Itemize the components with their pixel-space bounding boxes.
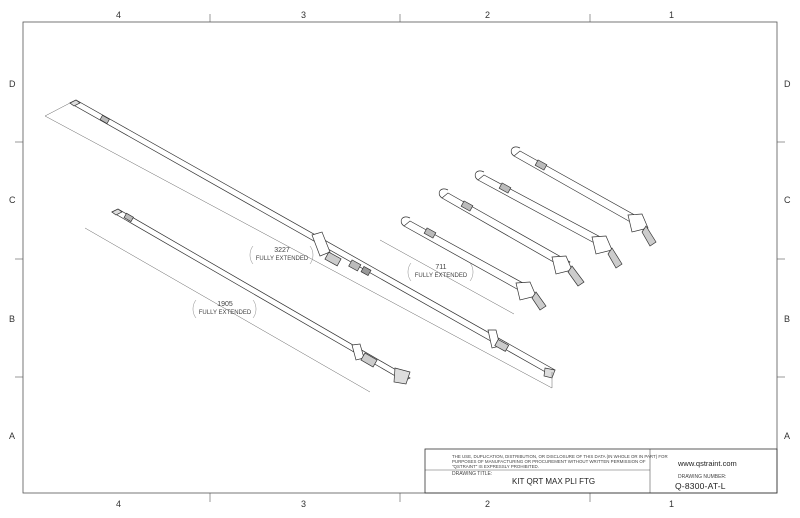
mid-strap-dimension bbox=[84, 227, 371, 393]
mid-strap bbox=[111, 208, 411, 385]
short-strap-2 bbox=[438, 188, 585, 287]
zone-row-right-c: C bbox=[784, 195, 791, 205]
long-strap-dimension bbox=[44, 102, 553, 389]
zone-row-right-a: A bbox=[784, 431, 791, 441]
title-block-legal-notice: THE USE, DUPLICATION, DISTRIBUTION, OR D… bbox=[452, 454, 668, 469]
zone-col-top-4: 4 bbox=[116, 10, 122, 20]
drawing-title: KIT QRT MAX PLI FTG bbox=[512, 477, 596, 486]
zone-col-bottom-3: 3 bbox=[301, 499, 307, 509]
long-strap bbox=[69, 99, 556, 379]
zone-col-top-3: 3 bbox=[301, 10, 307, 20]
zone-col-bottom-2: 2 bbox=[485, 499, 491, 509]
zone-col-top-2: 2 bbox=[485, 10, 491, 20]
dimension-value: 1905 bbox=[217, 301, 233, 308]
short-strap-3 bbox=[474, 170, 623, 269]
dimension-note: FULLY EXTENDED bbox=[198, 310, 252, 316]
dimension-short-straps: 711 FULLY EXTENDED bbox=[410, 264, 472, 280]
short-strap-4 bbox=[510, 146, 657, 247]
zone-row-right-d: D bbox=[784, 79, 791, 89]
zone-row-right-b: B bbox=[784, 314, 791, 324]
drawing-number-label: DRAWING NUMBER: bbox=[678, 474, 727, 480]
zone-ticks bbox=[15, 14, 785, 502]
title-block bbox=[424, 448, 778, 494]
drawing-title-label: DRAWING TITLE: bbox=[452, 471, 493, 477]
company-website: www.qstraint.com bbox=[678, 459, 737, 468]
zone-row-left-c: C bbox=[9, 195, 16, 205]
dimension-value: 711 bbox=[435, 264, 447, 271]
dimension-note: FULLY EXTENDED bbox=[414, 273, 468, 279]
zone-col-top-1: 1 bbox=[669, 10, 675, 20]
zone-col-bottom-1: 1 bbox=[669, 499, 675, 509]
zone-row-left-a: A bbox=[9, 431, 16, 441]
dimension-note: FULLY EXTENDED bbox=[255, 256, 309, 262]
zone-row-left-d: D bbox=[9, 79, 16, 89]
dimension-mid-strap: 1905 FULLY EXTENDED bbox=[194, 301, 256, 317]
zone-row-left-b: B bbox=[9, 314, 16, 324]
short-strap-1 bbox=[400, 216, 547, 311]
short-strap-dimension bbox=[379, 239, 515, 315]
zone-col-bottom-4: 4 bbox=[116, 499, 122, 509]
dimension-long-strap: 3227 FULLY EXTENDED bbox=[252, 247, 312, 263]
drawing-number: Q-8300-AT-L bbox=[675, 481, 726, 491]
dimension-label-brackets bbox=[192, 245, 474, 319]
dimension-value: 3227 bbox=[274, 247, 290, 254]
